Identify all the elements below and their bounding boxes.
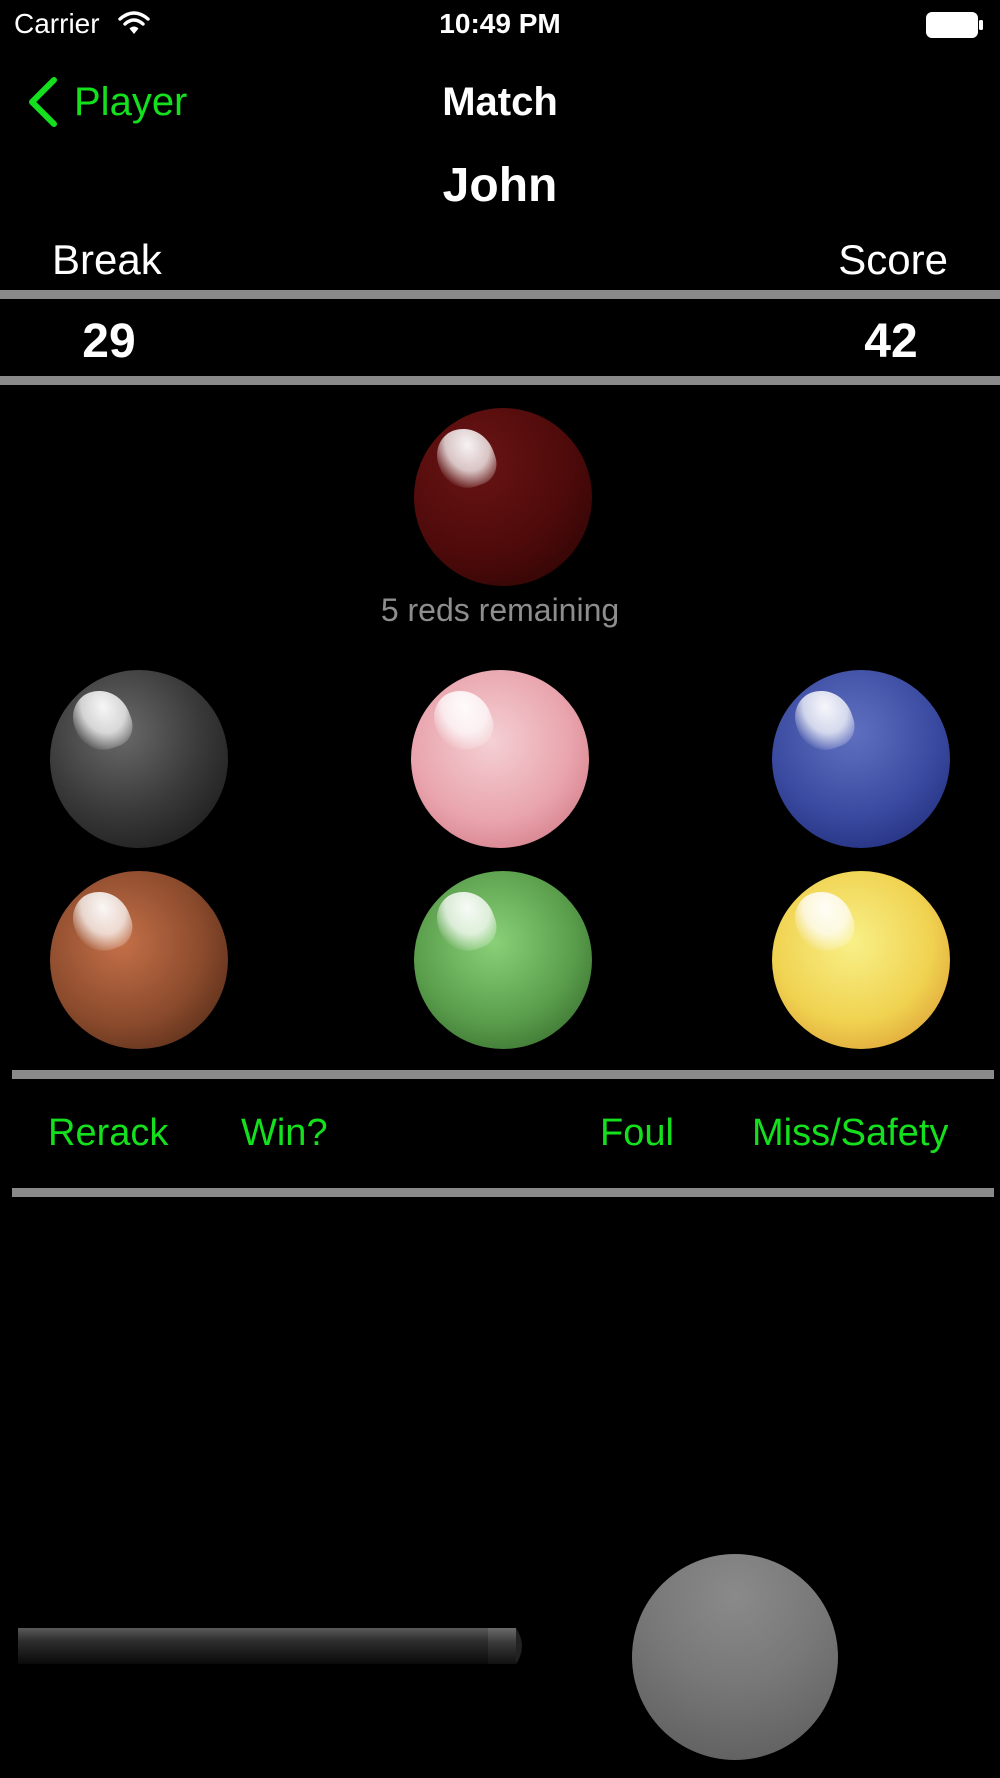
score-label: Score [838, 236, 948, 283]
back-button[interactable]: Player [74, 80, 188, 124]
black-ball-button[interactable] [50, 670, 228, 848]
battery-icon [926, 12, 983, 38]
break-value: 29 [82, 315, 136, 368]
blue-ball-button[interactable] [772, 670, 950, 848]
brown-ball-button[interactable] [50, 871, 228, 1049]
foul-button[interactable]: Foul [600, 1112, 674, 1154]
divider [0, 290, 1000, 299]
win-button[interactable]: Win? [241, 1112, 328, 1154]
pink-ball-button[interactable] [411, 670, 589, 848]
cue-ball[interactable] [632, 1554, 838, 1760]
back-chevron-icon[interactable] [26, 76, 60, 128]
rerack-button[interactable]: Rerack [48, 1112, 169, 1154]
player-name: John [442, 159, 558, 212]
yellow-ball-button[interactable] [772, 871, 950, 1049]
status-carrier: Carrier [14, 8, 100, 39]
divider [12, 1070, 994, 1079]
cue-stick-icon[interactable] [18, 1626, 528, 1666]
wifi-icon [118, 11, 150, 34]
score-value: 42 [864, 315, 918, 368]
nav-title: Match [442, 80, 558, 124]
reds-remaining-text: 5 reds remaining [380, 592, 620, 628]
miss-safety-button[interactable]: Miss/Safety [752, 1112, 949, 1154]
divider [12, 1188, 994, 1197]
status-time: 10:49 PM [439, 8, 561, 39]
red-ball-button[interactable] [414, 408, 592, 586]
divider [0, 376, 1000, 385]
green-ball-button[interactable] [414, 871, 592, 1049]
break-label: Break [52, 236, 162, 283]
